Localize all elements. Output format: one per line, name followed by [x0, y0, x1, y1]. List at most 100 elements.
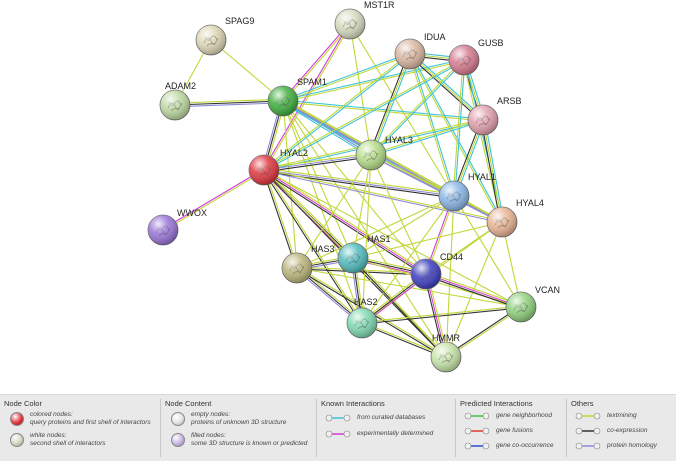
edge-hyal3-hyal4[interactable] [370, 153, 503, 224]
node-has3[interactable]: HAS3 [281, 244, 335, 284]
node-gloss [249, 155, 279, 185]
edge-textmining-line [264, 169, 299, 268]
edge-gusb-hyal2[interactable] [263, 58, 465, 172]
node-adam2[interactable]: ADAM2 [159, 81, 196, 121]
edge-spam1-cd44[interactable] [282, 100, 427, 275]
edge-mst1r-spam1[interactable] [281, 23, 352, 102]
node-spam1[interactable]: SPAM1 [267, 77, 327, 117]
legend-node-color-title: Node Color [4, 399, 42, 408]
edge-textmining-line [283, 54, 411, 103]
edge-spam1-has2[interactable] [282, 100, 363, 324]
edge-mst1r-hyal1[interactable] [349, 23, 455, 197]
node-label: SPAG9 [225, 16, 254, 26]
legend-white-line2: second shell of interactors [30, 440, 106, 447]
edge-hyal2-cd44[interactable] [262, 168, 428, 276]
edge-co-expression-line [362, 307, 522, 325]
edge-textmining-line [445, 221, 503, 358]
node-hyal4[interactable]: HYAL4 [486, 198, 544, 238]
node-wwox[interactable]: WWOX [147, 208, 207, 246]
node-idua[interactable]: IDUA [394, 32, 446, 70]
edge-co-expression-line [480, 120, 501, 223]
edge-arsb-hyal3[interactable] [370, 118, 484, 157]
node-hyal1[interactable]: HYAL1 [438, 172, 496, 212]
node-mst1r[interactable]: MST1R [334, 0, 395, 40]
edge-hyal2-has3[interactable] [262, 169, 299, 269]
edge-hyal1-has3[interactable] [296, 195, 455, 269]
edge-curated-databases-line [282, 58, 464, 101]
edge-co-expression-line [425, 275, 521, 310]
edge-spag9-spam1[interactable] [210, 39, 284, 102]
edge-textmining-line [482, 119, 503, 223]
legend-colored-line1: colored nodes: [30, 411, 73, 418]
edge-textmining-line [408, 54, 454, 197]
edge-protein-homology-line [370, 155, 502, 224]
edge-textmining-line [296, 154, 372, 269]
edge-textmining-line [370, 53, 411, 156]
edge-hyal2-hyal4[interactable] [263, 168, 503, 224]
edge-spam1-idua[interactable] [282, 52, 411, 103]
edge-cd44-vcan[interactable] [425, 271, 522, 310]
edge-textmining-line [264, 167, 455, 195]
node-gloss [356, 140, 386, 170]
edge-co-expression-line [351, 258, 446, 358]
node-hyal2[interactable]: HYAL2 [248, 148, 308, 186]
edge-textmining-line [282, 101, 483, 122]
edge-hyal1-hmmr[interactable] [445, 195, 455, 358]
node-arsb[interactable]: ARSB [467, 96, 522, 136]
node-label: HMMR [432, 333, 460, 343]
node-cd44[interactable]: CD44 [410, 252, 463, 290]
node-gloss [468, 105, 498, 135]
edge-has1-hmmr[interactable] [351, 257, 448, 358]
edge-hyal1-has1[interactable] [352, 195, 455, 259]
node-has1[interactable]: HAS1 [337, 234, 391, 274]
edge-experimentally-determined-line [162, 168, 264, 230]
edge-hyal2-wwox[interactable] [162, 168, 265, 232]
edge-hyal3-has3[interactable] [296, 154, 372, 269]
node-label: GUSB [478, 38, 504, 48]
node-hyal3[interactable]: HYAL3 [355, 135, 413, 171]
edge-textmining-line [264, 168, 355, 258]
legend-white-line1: white nodes: [30, 432, 67, 439]
edge-idua-hyal3[interactable] [368, 53, 413, 156]
edge-adam2-spam1[interactable] [174, 98, 284, 108]
edge-idua-arsb[interactable] [408, 52, 485, 122]
edge-experimentally-determined-line [281, 23, 350, 101]
edge-protein-homology-line [263, 170, 502, 224]
edge-co-expression-line [264, 156, 372, 173]
edge-gusb-hyal3[interactable] [369, 58, 466, 157]
edge-hyal2-hyal3[interactable] [263, 152, 372, 173]
legend-filled-line2: some 3D structure is known or predicted [191, 440, 308, 447]
edge-curated-databases-line [264, 54, 411, 172]
legend-others: Others textmining co-expression protein … [567, 395, 676, 461]
edge-has2-vcan[interactable] [361, 305, 522, 325]
legend-textmining-text: textmining [607, 412, 637, 419]
edge-hyal1-vcan[interactable] [453, 195, 522, 308]
edge-hyal1-has2[interactable] [361, 195, 455, 324]
edge-idua-hyal2[interactable] [263, 52, 411, 172]
legend-cooccurrence-text: gene co-occurrence [496, 442, 554, 449]
node-vcan[interactable]: VCAN [505, 285, 560, 323]
edge-hyal4-has1[interactable] [352, 221, 503, 259]
edge-hyal3-has2[interactable] [361, 154, 372, 324]
legend-separator [566, 399, 567, 457]
edge-experimentally-determined-line [263, 169, 427, 275]
node-label: SPAM1 [297, 77, 327, 87]
edge-co-expression-line [174, 100, 284, 106]
edge-spam1-arsb[interactable] [282, 99, 484, 122]
edge-arsb-hyal4[interactable] [480, 119, 505, 223]
legend-curated-text: from curated databases [357, 414, 426, 421]
edge-hyal2-vcan[interactable] [263, 169, 522, 308]
legend-predicted-title: Predicted Interactions [460, 399, 533, 408]
node-label: IDUA [424, 32, 446, 42]
node-gusb[interactable]: GUSB [448, 38, 504, 76]
node-spag9[interactable]: SPAG9 [195, 16, 254, 56]
edge-co-expression-line [262, 171, 426, 276]
node-has2[interactable]: HAS2 [346, 297, 378, 339]
node-hmmr[interactable]: HMMR [430, 333, 462, 373]
edge-mst1r-hyal3[interactable] [349, 23, 372, 156]
edge-idua-hyal1[interactable] [408, 53, 456, 197]
node-label: HYAL3 [385, 135, 413, 145]
edge-hyal3-cd44[interactable] [370, 154, 427, 275]
edge-hyal4-hmmr[interactable] [445, 221, 503, 358]
